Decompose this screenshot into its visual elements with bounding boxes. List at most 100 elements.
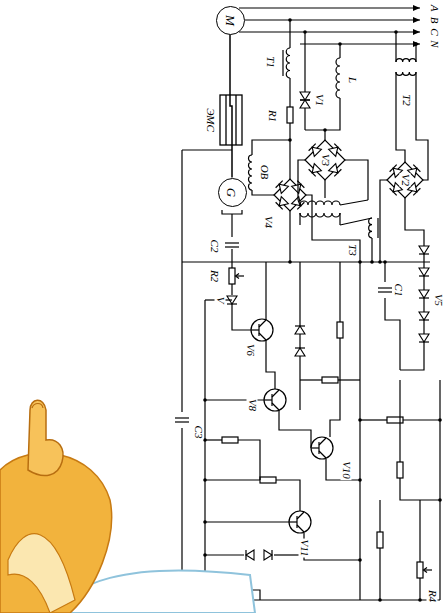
- part-label: T2: [401, 93, 412, 107]
- diode-symbol: [419, 312, 429, 320]
- part-label: V5: [433, 293, 444, 307]
- wire: [399, 380, 400, 462]
- machine-letter: G: [225, 187, 238, 196]
- transistor-symbol: [289, 511, 311, 533]
- wire: [245, 19, 420, 20]
- resistor-symbol: [322, 377, 338, 383]
- wire: [231, 249, 232, 268]
- wire: [251, 329, 259, 330]
- junction-dot: [338, 42, 342, 46]
- junction-dot: [370, 260, 374, 264]
- wire: [289, 123, 290, 179]
- wire: [289, 211, 290, 262]
- part-label: R2: [209, 269, 220, 283]
- wire: [272, 403, 279, 410]
- junction-dot: [323, 128, 327, 132]
- junction-dot: [383, 260, 387, 264]
- coil-symbol: [369, 218, 372, 238]
- wire: [259, 320, 266, 327]
- wire: [424, 569, 432, 570]
- wire: [205, 554, 244, 555]
- junction-dot: [358, 478, 362, 482]
- wire: [222, 210, 242, 214]
- wire: [298, 160, 305, 200]
- junction-dot: [438, 418, 442, 422]
- part-label: L: [347, 76, 358, 84]
- diode-symbol: [300, 100, 310, 108]
- wire: [339, 213, 340, 225]
- wire: [359, 262, 360, 600]
- wire: [304, 533, 360, 560]
- resistor-symbol: [287, 107, 293, 123]
- diode-bridge: [387, 162, 423, 198]
- wire: [403, 419, 440, 420]
- junction-dot: [358, 418, 362, 422]
- coil-symbol: [300, 201, 340, 205]
- wire: [385, 298, 400, 370]
- junction-dot: [358, 558, 362, 562]
- wire: [264, 399, 272, 400]
- junction-dot: [288, 260, 292, 264]
- wire: [289, 20, 290, 48]
- junction-dot: [438, 498, 442, 502]
- part-label: V11: [299, 539, 310, 558]
- diode-symbol: [276, 181, 289, 194]
- resistor-symbol: [222, 437, 238, 443]
- wire: [395, 32, 396, 62]
- wire: [400, 478, 440, 500]
- coil-symbol: [249, 155, 253, 190]
- machine-letter: M: [224, 15, 237, 26]
- wire: [378, 287, 392, 288]
- wire: [326, 459, 360, 480]
- wire: [380, 180, 387, 262]
- wire: [379, 548, 380, 600]
- part-label: A: [429, 4, 440, 13]
- wire: [225, 242, 239, 243]
- part-label: V3: [320, 153, 331, 167]
- wire: [266, 340, 275, 389]
- wiper-arrow: [424, 568, 428, 573]
- clutch-plate: [235, 95, 236, 145]
- wire: [239, 7, 420, 8]
- wire: [231, 214, 232, 237]
- resistor-symbol: [397, 462, 403, 478]
- wire: [311, 447, 319, 448]
- diode-symbol: [295, 348, 305, 356]
- wire: [304, 32, 305, 92]
- diode-symbol: [329, 144, 342, 157]
- wire: [330, 338, 340, 437]
- wire: [175, 421, 189, 422]
- wire: [289, 78, 290, 107]
- wire: [297, 512, 304, 519]
- coil-symbol: [286, 48, 290, 78]
- wire: [306, 195, 360, 262]
- part-label: C2: [209, 239, 220, 254]
- wire: [272, 390, 279, 397]
- wire: [181, 150, 182, 412]
- wire: [300, 379, 322, 380]
- part-label: V10: [341, 460, 352, 480]
- wire: [339, 262, 340, 322]
- wire: [282, 50, 283, 76]
- diode-symbol: [419, 268, 429, 276]
- junction-dot: [378, 260, 382, 264]
- wire: [345, 160, 368, 200]
- junction-dot: [288, 18, 292, 22]
- wire: [274, 554, 300, 555]
- cover-panel: [0, 378, 120, 613]
- wire: [205, 479, 260, 480]
- cartoon-cloak: [8, 534, 75, 613]
- pointing-hand: [28, 400, 63, 475]
- part-label: T1: [265, 55, 276, 69]
- arrowhead: [413, 29, 420, 35]
- junction-dot: [203, 478, 207, 482]
- wire: [419, 500, 420, 562]
- part-label: V1: [314, 93, 325, 107]
- arrowhead: [413, 5, 420, 11]
- diode-symbol: [300, 92, 310, 100]
- machine-circle: G: [218, 178, 247, 207]
- part-label: R4: [427, 589, 438, 603]
- wiper-arrow: [236, 274, 240, 279]
